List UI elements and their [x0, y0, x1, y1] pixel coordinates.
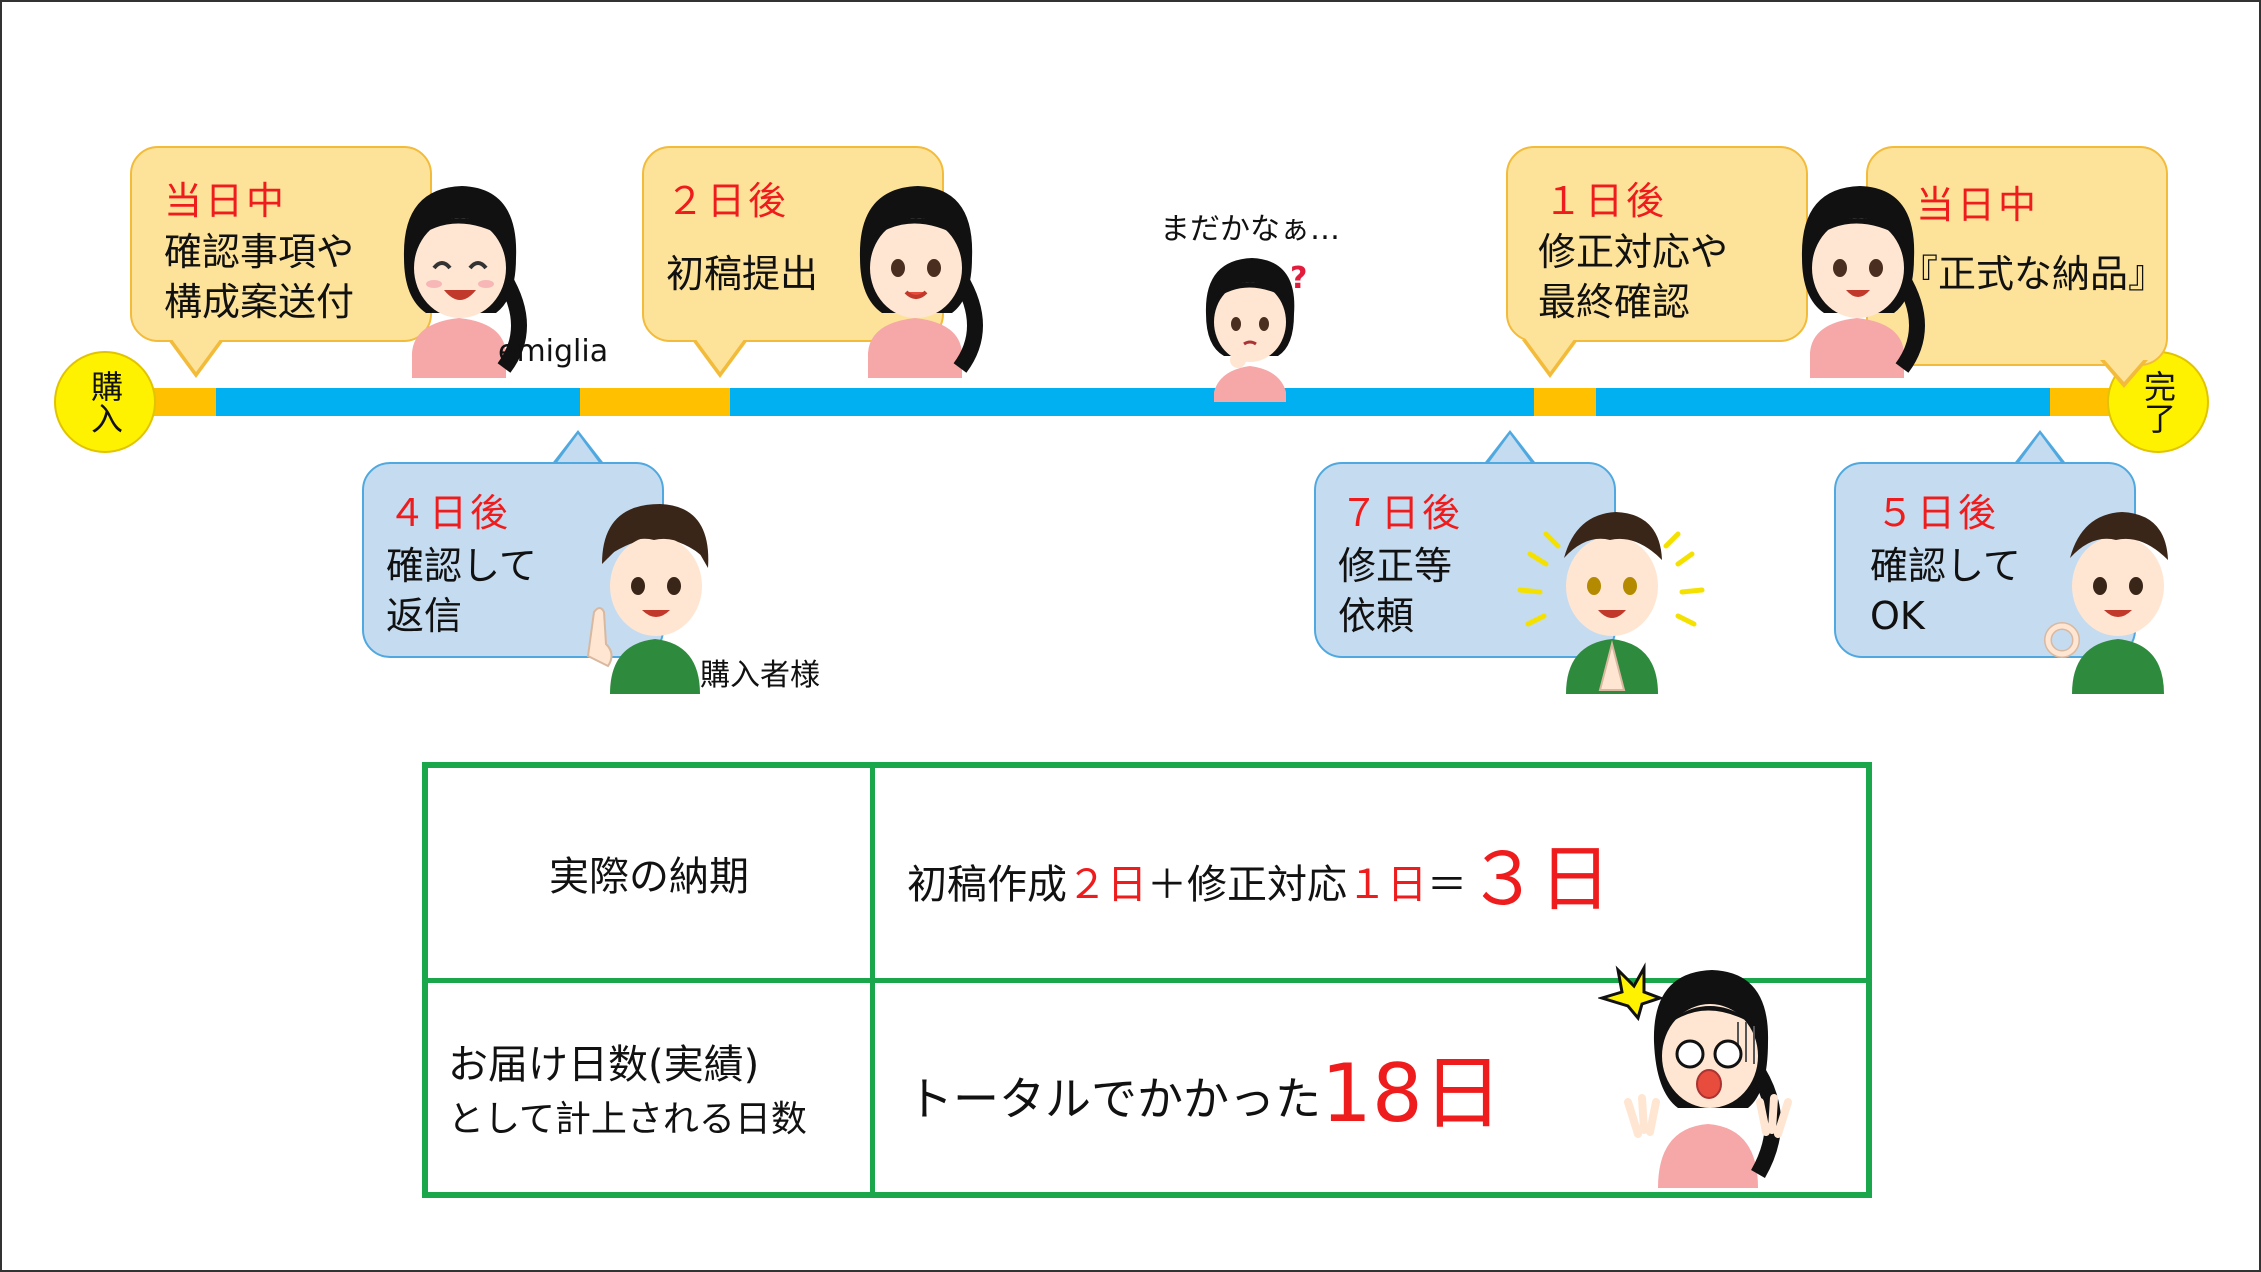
actual-total: ３日: [1467, 837, 1612, 922]
step-text: 返信: [386, 594, 463, 638]
step-text: 最終確認: [1538, 280, 1691, 324]
step-bubble-day-1: １日後 修正対応や 最終確認: [1506, 146, 1808, 342]
step-text: 確認して: [1870, 544, 2021, 588]
recorded-days-sublabel: として計上される日数: [448, 1099, 807, 1141]
formula-days: ２日: [1067, 862, 1147, 909]
buyer-avatar-requesting: [1517, 512, 1705, 694]
formula-part: ＝: [1427, 862, 1467, 909]
formula-part: ＋修正対応: [1147, 862, 1347, 909]
formula-days: １日: [1347, 862, 1427, 909]
total-text: トータルでかかった: [907, 1072, 1321, 1127]
step-text: 『正式な納品』: [1900, 252, 2167, 296]
step-text: 修正対応や: [1538, 230, 1729, 274]
timeline-segment-orange: [1534, 388, 1596, 416]
start-marker: 購入: [54, 351, 156, 453]
actual-deadline-label: 実際の納期: [549, 853, 749, 900]
step-bubble-day-7: ７日後 修正等 依頼: [1314, 462, 1616, 658]
step-when: ４日後: [388, 491, 512, 535]
recorded-days-label: お届け日数(実績): [448, 1042, 760, 1089]
timeline-bar: [112, 388, 2142, 416]
step-text: 初稿提出: [666, 252, 819, 296]
step-when: 当日中: [1916, 183, 2040, 227]
seller-avatar-waiting: ?: [1205, 258, 1307, 402]
seller-avatar-smile: [403, 186, 527, 378]
row-label: お届け日数(実績) として計上される日数: [422, 977, 875, 1198]
seller-avatar-smile-2: [1801, 186, 1925, 378]
seller-avatar-shocked: [1598, 962, 1792, 1188]
step-text: 確認して: [386, 544, 537, 588]
step-text: 修正等: [1338, 544, 1453, 588]
step-text: OK: [1870, 594, 1925, 638]
seller-name: emiglia: [498, 334, 609, 369]
step-bubble-delivery: 当日中 『正式な納品』: [1866, 146, 2168, 366]
step-when: ５日後: [1876, 491, 2000, 535]
recorded-total: 18日: [1321, 1047, 1503, 1141]
table-row: 実際の納期 初稿作成２日＋修正対応１日＝３日: [422, 762, 1872, 983]
formula-part: 初稿作成: [907, 862, 1067, 909]
step-when: １日後: [1544, 179, 1668, 223]
step-bubble-day-4: ４日後 確認して 返信: [362, 462, 664, 658]
buyer-name: 購入者様: [700, 658, 820, 693]
buyer-avatar-ok: [2044, 512, 2168, 694]
row-label: 実際の納期: [422, 762, 875, 983]
buyer-avatar-pointing: [586, 504, 709, 694]
step-when: ２日後: [666, 179, 790, 223]
seller-avatar-neutral: [859, 186, 983, 378]
timeline-segment-orange: [152, 388, 216, 416]
waiting-text: まだかなぁ…: [1160, 212, 1340, 247]
svg-text:?: ?: [1290, 261, 1307, 296]
step-when: 当日中: [164, 179, 288, 223]
step-text: 依頼: [1338, 594, 1415, 638]
row-value: 初稿作成２日＋修正対応１日＝３日: [870, 762, 1872, 983]
step-text: 構成案送付: [164, 280, 355, 324]
step-text: 確認事項や: [164, 230, 355, 274]
step-when: ７日後: [1340, 491, 1464, 535]
timeline-segment-orange: [580, 388, 730, 416]
